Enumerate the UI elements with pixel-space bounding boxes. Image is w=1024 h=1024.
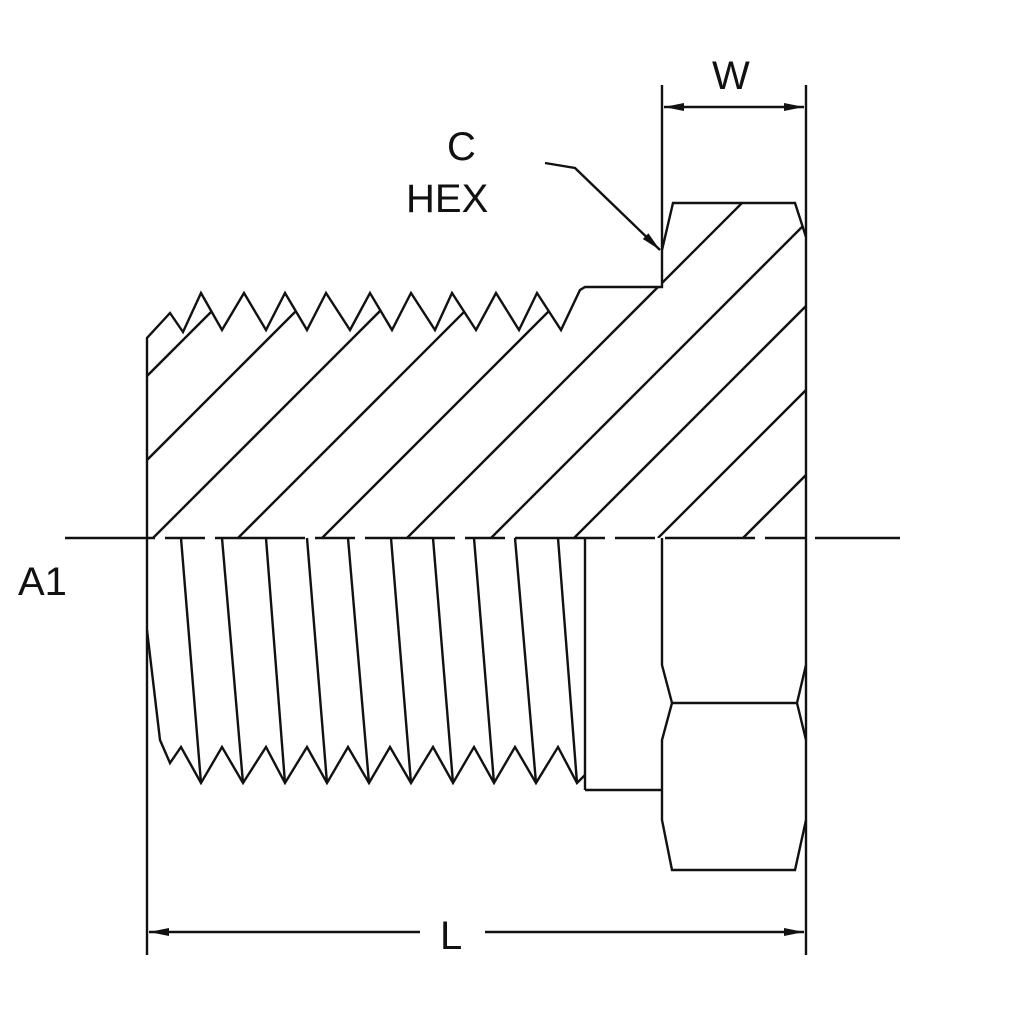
hex-leader-arrow: [544, 161, 661, 251]
thread-helix-lines: [179, 537, 579, 784]
hatch-line: [573, 203, 806, 538]
thread-line: [220, 537, 245, 784]
thread-line: [431, 537, 455, 784]
a1-label: A1: [18, 560, 67, 604]
hex-label: HEX: [406, 177, 489, 221]
c-label: C: [447, 125, 476, 169]
hex-outline: [660, 538, 808, 872]
lower-thread-profile: [145, 629, 586, 786]
hatch-line: [147, 203, 386, 538]
hatch-line: [742, 203, 806, 538]
thread-line: [264, 537, 287, 784]
section-hatching: [147, 203, 806, 538]
thread-line: [305, 537, 329, 784]
hatch-line: [490, 203, 806, 538]
hatch-line: [406, 203, 806, 538]
thread-line: [346, 537, 371, 784]
thread-line: [556, 537, 579, 784]
hatch-line: [657, 203, 806, 538]
thread-line: [472, 537, 496, 784]
thread-line: [513, 537, 538, 784]
hex-chamfer-right: [795, 664, 808, 741]
upper-thread-profile: [145, 201, 808, 538]
w-label: W: [712, 54, 750, 98]
thread-line: [179, 537, 203, 784]
thread-line: [389, 537, 413, 784]
l-label: L: [440, 914, 463, 958]
hatch-line: [152, 203, 554, 538]
